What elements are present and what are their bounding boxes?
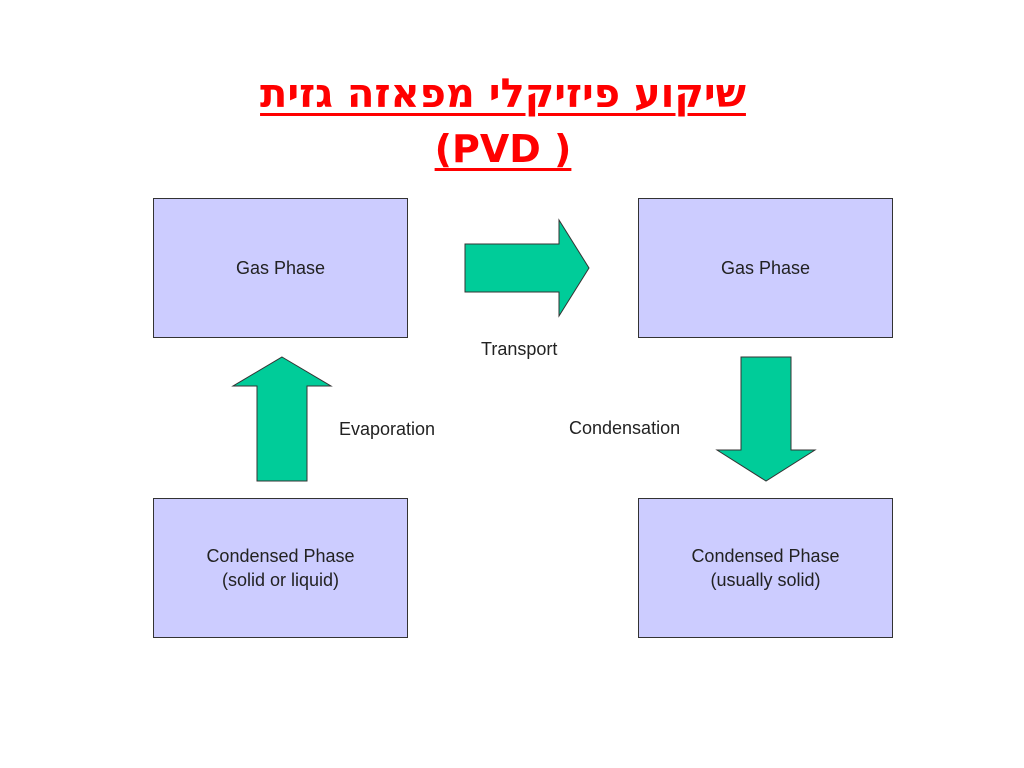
evaporation-label: Evaporation — [339, 419, 436, 439]
source-condensed-phase-label: Condensed Phase — [206, 546, 355, 566]
target-condensed-phase-label: Condensed Phase — [691, 546, 840, 566]
source-gas-phase-box: Gas Phase — [153, 198, 408, 338]
target-gas-phase-box: Gas Phase — [638, 198, 893, 338]
target-condensed-phase-sublabel: (usually solid) — [710, 570, 821, 590]
source-condensed-phase-box: Condensed Phase (solid or liquid) — [153, 498, 408, 638]
target-gas-phase-label: Gas Phase — [720, 258, 811, 278]
transport-arrow-icon — [464, 218, 590, 318]
condensation-label: Condensation — [569, 418, 681, 438]
target-condensed-phase-box: Condensed Phase (usually solid) — [638, 498, 893, 638]
transport-label: Transport — [481, 339, 558, 359]
source-condensed-phase-sublabel: (solid or liquid) — [221, 570, 340, 590]
slide-title-hebrew: שיקוע פיזיקלי מפאזה גזית — [260, 71, 746, 117]
evaporation-arrow-icon — [231, 356, 333, 482]
source-gas-phase-label: Gas Phase — [235, 258, 326, 278]
condensation-arrow-icon — [715, 356, 817, 482]
slide-title-acronym: (PVD ) — [434, 127, 572, 171]
